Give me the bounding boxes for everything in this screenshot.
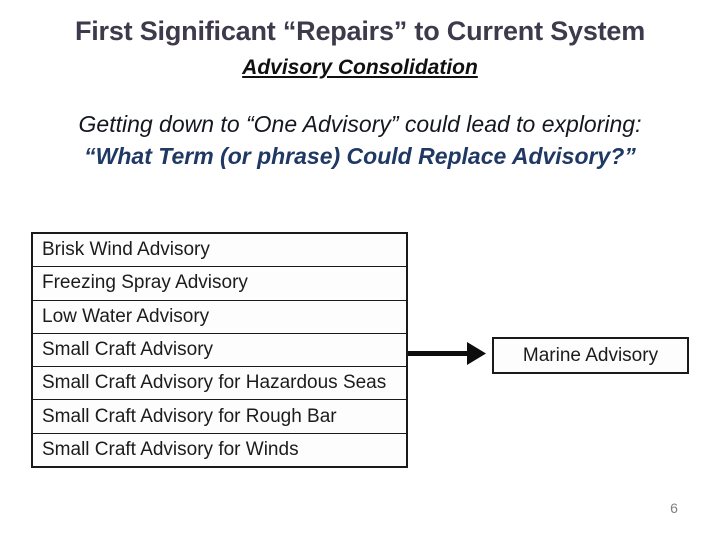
table-row: Small Craft Advisory for Hazardous Seas	[33, 366, 406, 399]
body-line-1: Getting down to “One Advisory” could lea…	[78, 111, 642, 137]
table-row: Brisk Wind Advisory	[33, 234, 406, 266]
table-row: Small Craft Advisory for Winds	[33, 432, 406, 466]
right-arrow-icon	[408, 342, 486, 365]
body-line-2: “What Term (or phrase) Could Replace Adv…	[84, 143, 636, 169]
slide-subtitle: Advisory Consolidation	[242, 56, 478, 79]
body-text-block: Getting down to “One Advisory” could lea…	[0, 108, 720, 172]
advisory-label: Small Craft Advisory for Rough Bar	[42, 405, 337, 427]
result-label: Marine Advisory	[522, 344, 659, 366]
table-row: Freezing Spray Advisory	[33, 266, 406, 299]
advisory-label: Freezing Spray Advisory	[42, 272, 248, 294]
advisory-label: Small Craft Advisory for Winds	[42, 438, 299, 460]
consolidation-arrow	[408, 340, 486, 367]
table-row: Low Water Advisory	[33, 299, 406, 333]
advisory-table: Brisk Wind Advisory Freezing Spray Advis…	[31, 232, 408, 468]
advisory-label: Low Water Advisory	[42, 305, 210, 327]
advisory-label: Small Craft Advisory	[42, 338, 214, 360]
page-number: 6	[670, 500, 678, 516]
table-row: Small Craft Advisory for Rough Bar	[33, 399, 406, 432]
advisory-label: Small Craft Advisory for Hazardous Seas	[42, 372, 387, 394]
slide-title: First Significant “Repairs” to Current S…	[74, 16, 646, 46]
advisory-label: Brisk Wind Advisory	[42, 239, 210, 261]
result-box: Marine Advisory	[492, 337, 689, 374]
table-row: Small Craft Advisory	[33, 332, 406, 366]
